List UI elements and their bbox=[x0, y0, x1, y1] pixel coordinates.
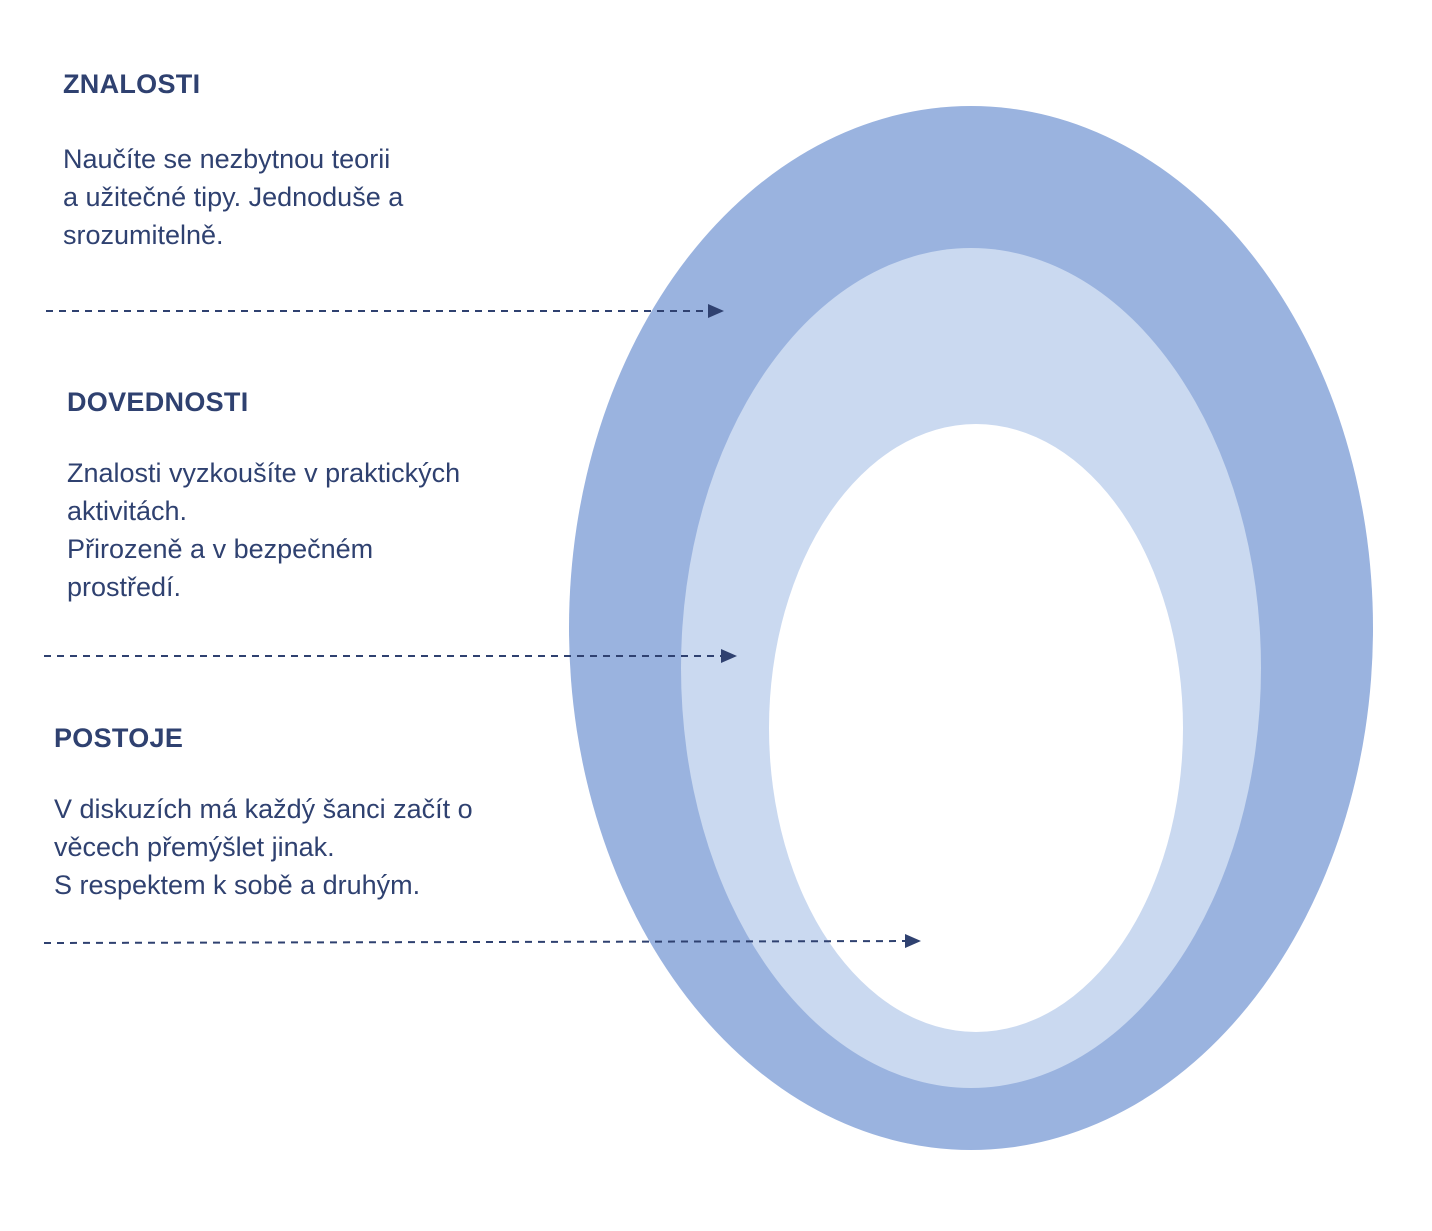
description-line: srozumitelně. bbox=[63, 220, 224, 250]
description-line: V diskuzích má každý šanci začít o bbox=[54, 794, 473, 824]
section-skills-description: Znalosti vyzkoušíte v praktických aktivi… bbox=[67, 454, 460, 606]
section-title: POSTOJE bbox=[54, 723, 184, 753]
description-line: a užitečné tipy. Jednoduše a bbox=[63, 182, 404, 212]
section-title: ZNALOSTI bbox=[63, 69, 201, 99]
section-title: DOVEDNOSTI bbox=[67, 387, 249, 417]
section-knowledge-description: Naučíte se nezbytnou teorii a užitečné t… bbox=[63, 140, 403, 254]
section-knowledge: ZNALOSTI bbox=[63, 68, 200, 100]
description-line: Naučíte se nezbytnou teorii bbox=[63, 144, 391, 174]
description-line: Znalosti vyzkoušíte v praktických bbox=[67, 458, 461, 488]
section-attitudes-description: V diskuzích má každý šanci začít o věcec… bbox=[54, 790, 473, 904]
description-line: věcech přemýšlet jinak. bbox=[54, 832, 335, 862]
description-line: S respektem k sobě a druhým. bbox=[54, 870, 421, 900]
inner-core-attitudes bbox=[769, 424, 1183, 1032]
description-line: aktivitách. bbox=[67, 496, 188, 526]
arrow-attitudes bbox=[43, 934, 921, 949]
description-line: prostředí. bbox=[67, 572, 182, 602]
description-line: Přirozeně a v bezpečném bbox=[67, 534, 374, 564]
section-skills: DOVEDNOSTI bbox=[67, 386, 249, 418]
section-attitudes: POSTOJE bbox=[54, 722, 183, 754]
